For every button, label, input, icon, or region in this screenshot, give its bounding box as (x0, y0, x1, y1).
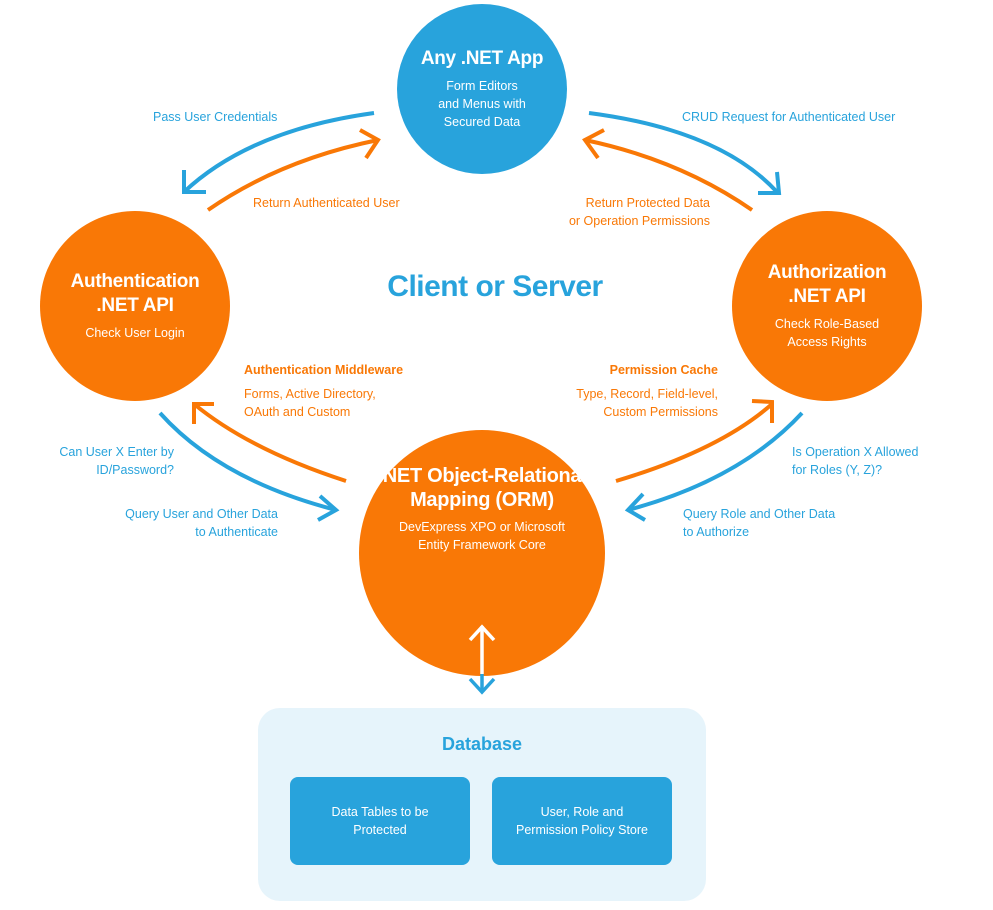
arrow-pass-credentials-head (182, 170, 206, 194)
label-cache-title: Permission Cache (609, 363, 718, 377)
text-line: DevExpress XPO or Microsoft (398, 520, 565, 534)
text-line: Authentication (70, 271, 200, 292)
node-authorization-subtitle: Check Role-Based Access Rights (775, 315, 879, 351)
text-line: Can User X Enter by (59, 445, 174, 459)
node-authentication-subtitle: Check User Login (85, 326, 185, 340)
node-app-title: Any .NET App (420, 48, 544, 69)
arrow-query-user (158, 411, 337, 512)
label-return-protected: Return Protected Data or Operation Permi… (540, 194, 710, 230)
label-query-role: Query Role and Other Data to Authorize (683, 505, 835, 541)
node-authentication-title: Authentication .NET API (71, 270, 200, 318)
label-middleware-details: Forms, Active Directory, OAuth and Custo… (244, 385, 376, 421)
node-authentication-api: Authentication .NET API Check User Login (40, 211, 230, 401)
text-line: Entity Framework Core (418, 538, 546, 552)
node-authorization-api: Authorization .NET API Check Role-Based … (732, 211, 922, 401)
node-authorization-title: Authorization .NET API (768, 261, 887, 309)
text-line: ID/Password? (96, 463, 174, 477)
text-line: Authorization (767, 262, 887, 283)
text-line: Query Role and Other Data (683, 507, 836, 521)
node-orm: .NET Object-Relational Mapping (ORM) Dev… (359, 430, 605, 676)
text-line: Type, Record, Field-level, (576, 387, 718, 401)
text-line: for Roles (Y, Z)? (792, 463, 883, 477)
text-line: Form Editors (446, 79, 518, 93)
node-orm-subtitle: DevExpress XPO or Microsoft Entity Frame… (399, 518, 565, 554)
arrow-down-head (468, 677, 496, 695)
text-line: .NET API (96, 295, 174, 316)
text-line: Secured Data (443, 115, 521, 129)
arrow-middleware-head (192, 402, 214, 424)
node-app-subtitle: Form Editors and Menus with Secured Data (438, 77, 526, 131)
label-middleware-title: Authentication Middleware (244, 363, 404, 377)
text-line: Access Rights (787, 335, 867, 349)
arrow-query-role-head (624, 492, 647, 522)
label-can-user-enter: Can User X Enter by ID/Password? (20, 443, 174, 479)
arrow-middleware (192, 402, 347, 483)
arrow-permission-cache-head (751, 399, 774, 423)
text-line: User, Role and (540, 805, 624, 819)
node-any-net-app: Any .NET App Form Editors and Menus with… (397, 4, 567, 174)
database-panel: Database Data Tables to be Protected Use… (258, 708, 706, 901)
arrow-permission-cache (615, 402, 774, 483)
database-title: Database (441, 734, 523, 754)
arrow-return-authenticated-head (359, 128, 381, 160)
node-orm-title: .NET Object-Relational Mapping (ORM) (378, 464, 587, 512)
text-line: Return Protected Data (585, 196, 710, 210)
client-or-server-label: Client or Server (387, 270, 603, 303)
arrow-query-role (627, 411, 804, 512)
label-crud-request: CRUD Request for Authenticated User (682, 110, 896, 124)
label-cache-details: Type, Record, Field-level, Custom Permis… (518, 385, 718, 421)
label-pass-credentials: Pass User Credentials (153, 110, 278, 124)
arrow-return-protected-head (582, 128, 605, 160)
arrow-up-head (468, 624, 496, 642)
text-line: Is Operation X Allowed (792, 445, 919, 459)
text-line: Check Role-Based (774, 317, 880, 331)
arrow-crud-request (588, 111, 779, 194)
database-box-data-tables: Data Tables to be Protected (290, 777, 470, 865)
arrow-return-authenticated (206, 138, 379, 212)
text-line: Custom Permissions (603, 405, 718, 419)
text-line: Protected (353, 823, 407, 837)
orm-database-arrow (468, 624, 496, 695)
label-return-authenticated: Return Authenticated User (253, 196, 400, 210)
text-line: Forms, Active Directory, (244, 387, 376, 401)
label-is-operation-allowed: Is Operation X Allowed for Roles (Y, Z)? (792, 443, 918, 479)
arrow-crud-request-head (758, 171, 782, 195)
text-line: .NET API (788, 286, 866, 307)
text-line: or Operation Permissions (568, 214, 710, 228)
label-query-user: Query User and Other Data to Authenticat… (78, 505, 278, 541)
text-line: and Menus with (438, 97, 526, 111)
database-box-policy-store: User, Role and Permission Policy Store (492, 777, 672, 865)
arrow-return-protected (584, 138, 754, 212)
text-line: to Authenticate (195, 525, 278, 539)
text-line: Data Tables to be (331, 805, 429, 819)
text-line: .NET Object-Relational (377, 465, 587, 487)
text-line: to Authorize (683, 525, 750, 539)
arrow-query-user-head (317, 494, 340, 522)
text-line: Permission Policy Store (516, 823, 648, 837)
arrow-pass-credentials (182, 111, 375, 194)
text-line: Query User and Other Data (125, 507, 278, 521)
text-line: Mapping (ORM) (410, 489, 554, 511)
text-line: OAuth and Custom (244, 405, 351, 419)
